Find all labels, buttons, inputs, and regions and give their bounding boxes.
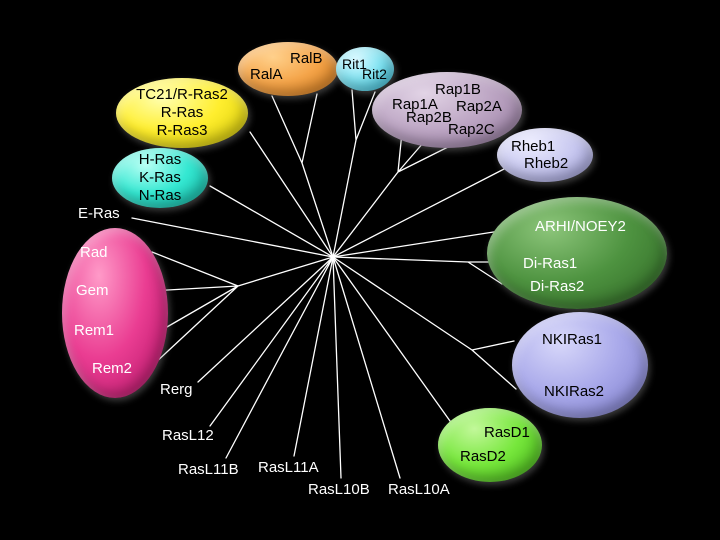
group-rheb-ellipse: Rheb1 Rheb2	[497, 128, 593, 182]
label-rerg: Rerg	[160, 381, 193, 398]
branch-diras	[332, 256, 503, 285]
label-rasl11b: RasL11B	[178, 461, 239, 478]
label-kras: K-Ras	[139, 168, 181, 186]
label-arhi-noey2: ARHI/NOEY2	[535, 218, 626, 235]
group-rap-ellipse: Rap1B Rap1A Rap2A Rap2B Rap2C	[372, 72, 522, 148]
group-classic-ras-ellipse: H-Ras K-Ras N-Ras	[112, 148, 208, 208]
label-rasd1: RasD1	[484, 424, 530, 441]
label-rras-stack: TC21/R-Ras2 R-Ras R-Ras3	[116, 78, 248, 148]
group-rgk-ellipse: Rad Gem Rem1 Rem2	[62, 228, 168, 398]
label-rasl10b: RasL10B	[308, 481, 370, 498]
group-rras-ellipse: TC21/R-Ras2 R-Ras R-Ras3	[116, 78, 248, 148]
branch-rasl11b	[225, 256, 334, 459]
label-rap1a: Rap1A	[392, 96, 438, 113]
label-classic-ras-stack: H-Ras K-Ras N-Ras	[112, 148, 208, 208]
group-rit-ellipse: Rit1 Rit2	[336, 47, 394, 91]
branch-rheb	[332, 167, 507, 258]
label-eras: E-Ras	[78, 205, 120, 222]
label-tc21-rras2: TC21/R-Ras2	[136, 85, 228, 103]
label-gem: Gem	[76, 282, 109, 299]
label-rap2b: Rap2B	[406, 109, 452, 126]
label-rad: Rad	[80, 244, 108, 261]
group-nkiras-ellipse: NKIRas1 NKIRas2	[512, 312, 648, 418]
branch-eras	[131, 217, 334, 258]
branch-rasl12	[209, 256, 334, 427]
label-nkiras1: NKIRas1	[542, 331, 603, 348]
branch-rap	[332, 121, 459, 258]
group-ral-ellipse: RalB RalA	[238, 42, 338, 96]
branch-arhi	[332, 230, 501, 258]
label-rasl10a: RasL10A	[388, 481, 450, 498]
label-ralb: RalB	[290, 50, 323, 67]
label-rem1: Rem1	[74, 322, 115, 339]
label-hras: H-Ras	[138, 150, 182, 168]
branch-rgk	[149, 251, 334, 365]
group-arhi-diras-ellipse: ARHI/NOEY2 Di-Ras1 Di-Ras2	[487, 197, 667, 309]
label-rap2a: Rap2A	[456, 98, 502, 115]
label-nkiras2: NKIRas2	[544, 383, 605, 400]
label-nras: N-Ras	[138, 187, 182, 205]
branch-rasl10a	[332, 256, 401, 479]
label-rasl12: RasL12	[162, 427, 214, 444]
label-rit1: Rit1	[342, 56, 367, 72]
label-rras3: R-Ras3	[156, 122, 208, 140]
branch-rerg	[197, 256, 334, 383]
branch-ral	[271, 93, 334, 258]
label-rasl11a: RasL11A	[258, 459, 319, 476]
branch-rasl10b	[332, 256, 342, 479]
label-diras2: Di-Ras2	[530, 278, 585, 295]
branch-nkiras	[332, 256, 517, 390]
branch-rras	[249, 131, 334, 258]
label-rap1b: Rap1B	[435, 81, 481, 98]
label-diras1: Di-Ras1	[523, 255, 578, 272]
label-rheb1: Rheb1	[511, 138, 556, 155]
label-rit2: Rit2	[362, 66, 387, 82]
label-rala: RalA	[250, 66, 283, 83]
label-rap2c: Rap2C	[448, 121, 495, 138]
label-rheb2: Rheb2	[524, 155, 569, 172]
branch-rasl11a	[293, 256, 334, 457]
branch-rasd	[332, 256, 456, 429]
label-rem2: Rem2	[92, 360, 133, 377]
branch-classic-ras	[209, 185, 334, 258]
branch-rit	[332, 89, 376, 258]
label-rasd2: RasD2	[460, 448, 506, 465]
label-rras: R-Ras	[160, 103, 204, 121]
group-rasd-ellipse: RasD1 RasD2	[438, 408, 542, 482]
